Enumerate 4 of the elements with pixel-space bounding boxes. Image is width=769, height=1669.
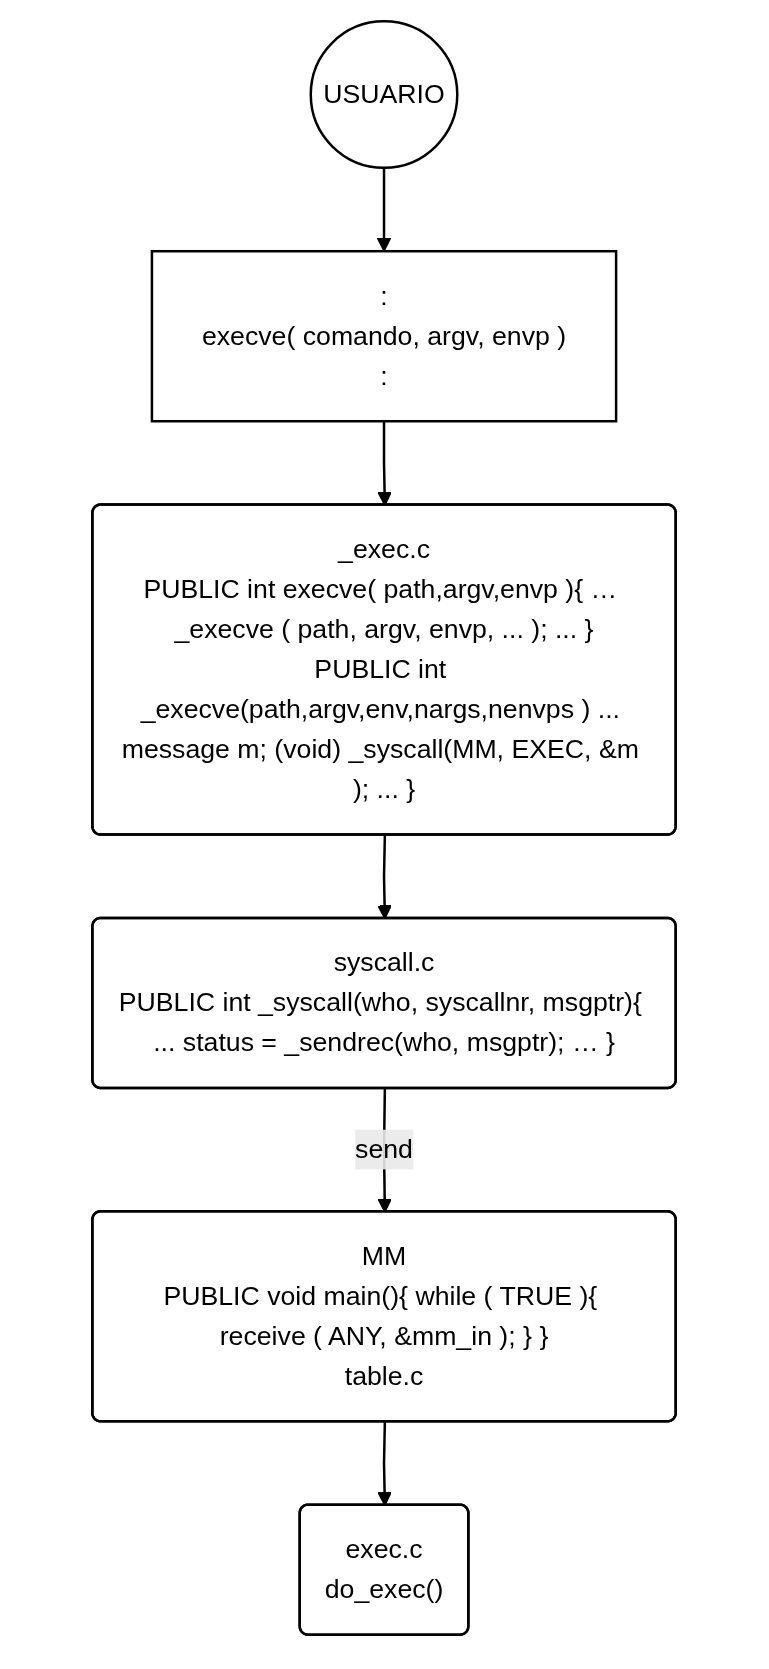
- arrow: [377, 167, 392, 252]
- node-circle: USUARIO: [310, 20, 459, 170]
- node-box: : execve( comando, argv, envp ) :: [151, 249, 618, 423]
- edge-label: send: [355, 1134, 414, 1163]
